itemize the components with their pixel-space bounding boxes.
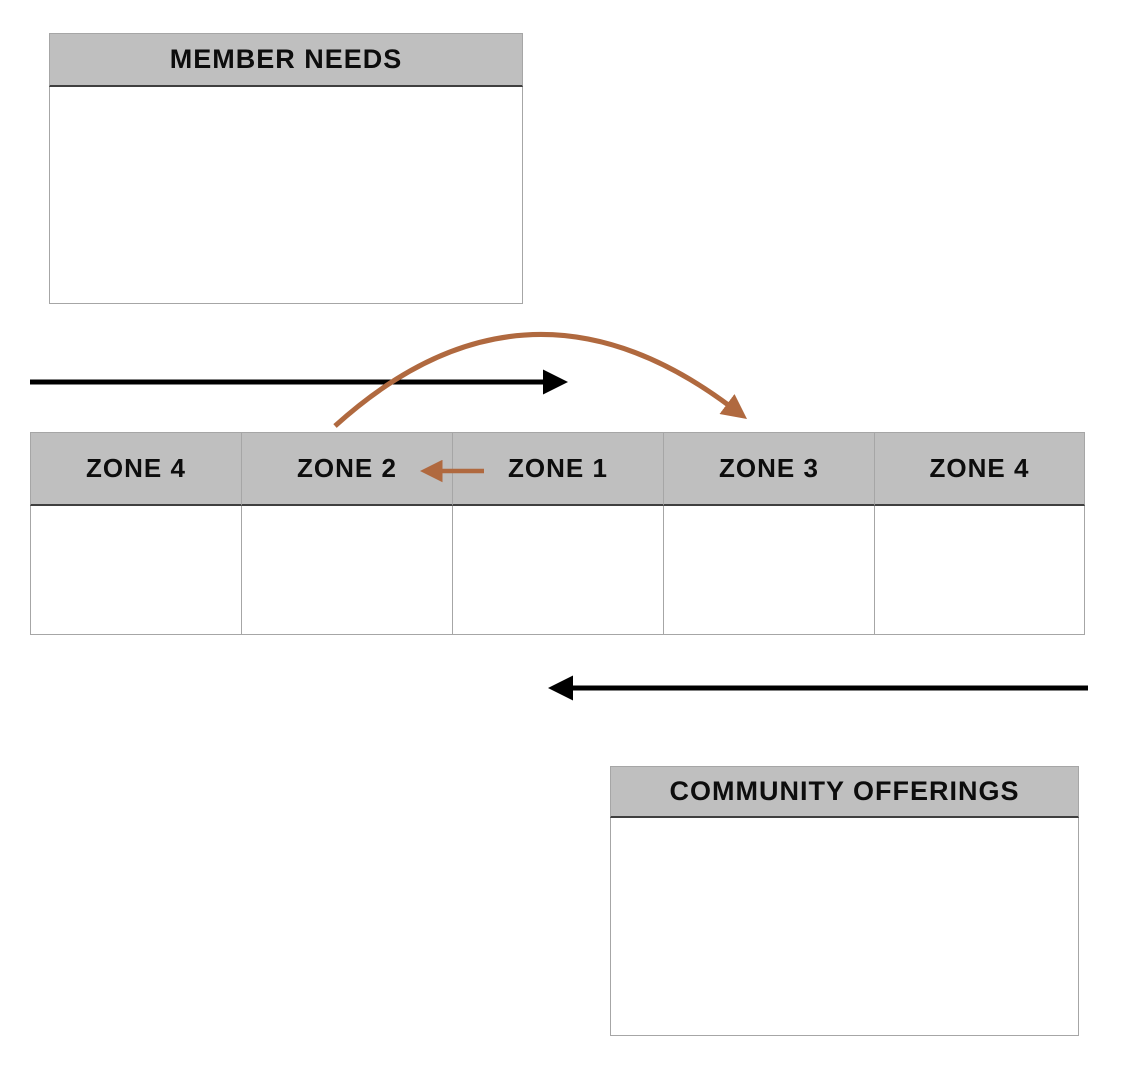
zone-column-4-label: ZONE 3 bbox=[719, 453, 819, 483]
zone-column-5: ZONE 4 bbox=[874, 432, 1085, 635]
zone-column-3: ZONE 1 bbox=[452, 432, 663, 635]
community-offerings-body bbox=[610, 818, 1079, 1036]
zone-table: ZONE 4 ZONE 2 ZONE 1 ZONE 3 ZONE 4 bbox=[30, 432, 1085, 635]
zone-column-5-body bbox=[874, 506, 1085, 635]
community-offerings-title: COMMUNITY OFFERINGS bbox=[669, 776, 1020, 806]
member-needs-box: MEMBER NEEDS bbox=[49, 33, 523, 304]
zone2-to-zone3-arc-arrow bbox=[333, 332, 747, 428]
zone-column-1: ZONE 4 bbox=[30, 432, 241, 635]
community-offerings-box: COMMUNITY OFFERINGS bbox=[610, 766, 1079, 1036]
zone-column-2-body bbox=[241, 506, 452, 635]
zone-column-3-header: ZONE 1 bbox=[452, 432, 663, 506]
member-needs-body bbox=[49, 87, 523, 304]
community-offerings-header: COMMUNITY OFFERINGS bbox=[610, 766, 1079, 818]
zone-column-5-label: ZONE 4 bbox=[929, 453, 1030, 483]
zone-column-4-header: ZONE 3 bbox=[663, 432, 874, 506]
zone-column-1-label: ZONE 4 bbox=[86, 453, 186, 483]
member-needs-header: MEMBER NEEDS bbox=[49, 33, 523, 87]
zone-column-3-body bbox=[452, 506, 663, 635]
zone-column-3-label: ZONE 1 bbox=[508, 453, 608, 483]
zone-column-2-label: ZONE 2 bbox=[297, 453, 397, 483]
member-needs-title: MEMBER NEEDS bbox=[169, 44, 403, 74]
zone-column-1-body bbox=[30, 506, 241, 635]
zone-column-4-body bbox=[663, 506, 874, 635]
zone-column-1-header: ZONE 4 bbox=[30, 432, 241, 506]
zone-column-5-header: ZONE 4 bbox=[874, 432, 1085, 506]
zone-column-2-header: ZONE 2 bbox=[241, 432, 452, 506]
zone-column-4: ZONE 3 bbox=[663, 432, 874, 635]
zone-column-2: ZONE 2 bbox=[241, 432, 452, 635]
